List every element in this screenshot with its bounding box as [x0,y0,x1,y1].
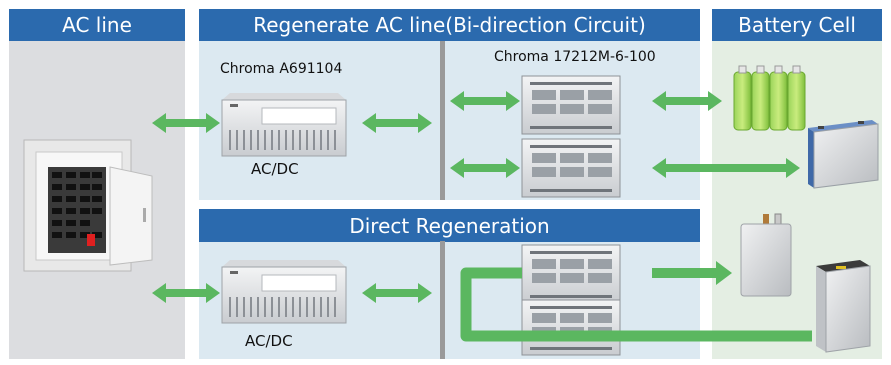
arrow-rack-3-to-pouch [652,261,732,285]
arrows [152,91,800,303]
arrow-acdc-to-regen-top [362,113,432,133]
model-a-label: Chroma A691104 [220,61,343,77]
prismatic-cell-icon [808,120,879,189]
arrow-rack-1-to-cells [652,91,722,111]
battery-module-icon [816,260,871,353]
arrow-to-rack-1 [450,91,520,111]
regen-header: Regenerate AC line(Bi-direction Circuit) [199,9,700,41]
acdc-unit-bottom-icon [221,260,347,324]
rack-unit-2-icon [521,138,621,198]
arrow-acdc-to-direct [362,283,432,303]
regen-divider [440,41,445,200]
direct-divider [440,241,445,359]
direct-regen-loop [460,267,812,342]
acdc-unit-top-icon [221,93,347,157]
acdc-label-top: AC/DC [251,160,299,178]
arrow-to-rack-2 [450,158,520,178]
rack-unit-1-icon [521,75,621,135]
electrical-panel-icon [23,139,153,272]
ac-line-header: AC line [9,9,185,41]
battery-cell-header: Battery Cell [712,9,882,41]
model-b-label: Chroma 17212M-6-100 [494,49,656,65]
rack-unit-3-icon [521,244,621,304]
acdc-label-bottom: AC/DC [245,332,293,350]
arrow-panel-to-acdc-bottom [152,283,220,303]
arrow-panel-to-acdc-top [152,113,220,133]
pouch-cell-icon [740,213,792,297]
cylindrical-cells-icon [733,65,806,131]
direct-regen-header: Direct Regeneration [199,209,700,242]
rack-unit-4-icon [521,299,621,356]
arrow-rack-2-to-prismatic [652,158,800,178]
